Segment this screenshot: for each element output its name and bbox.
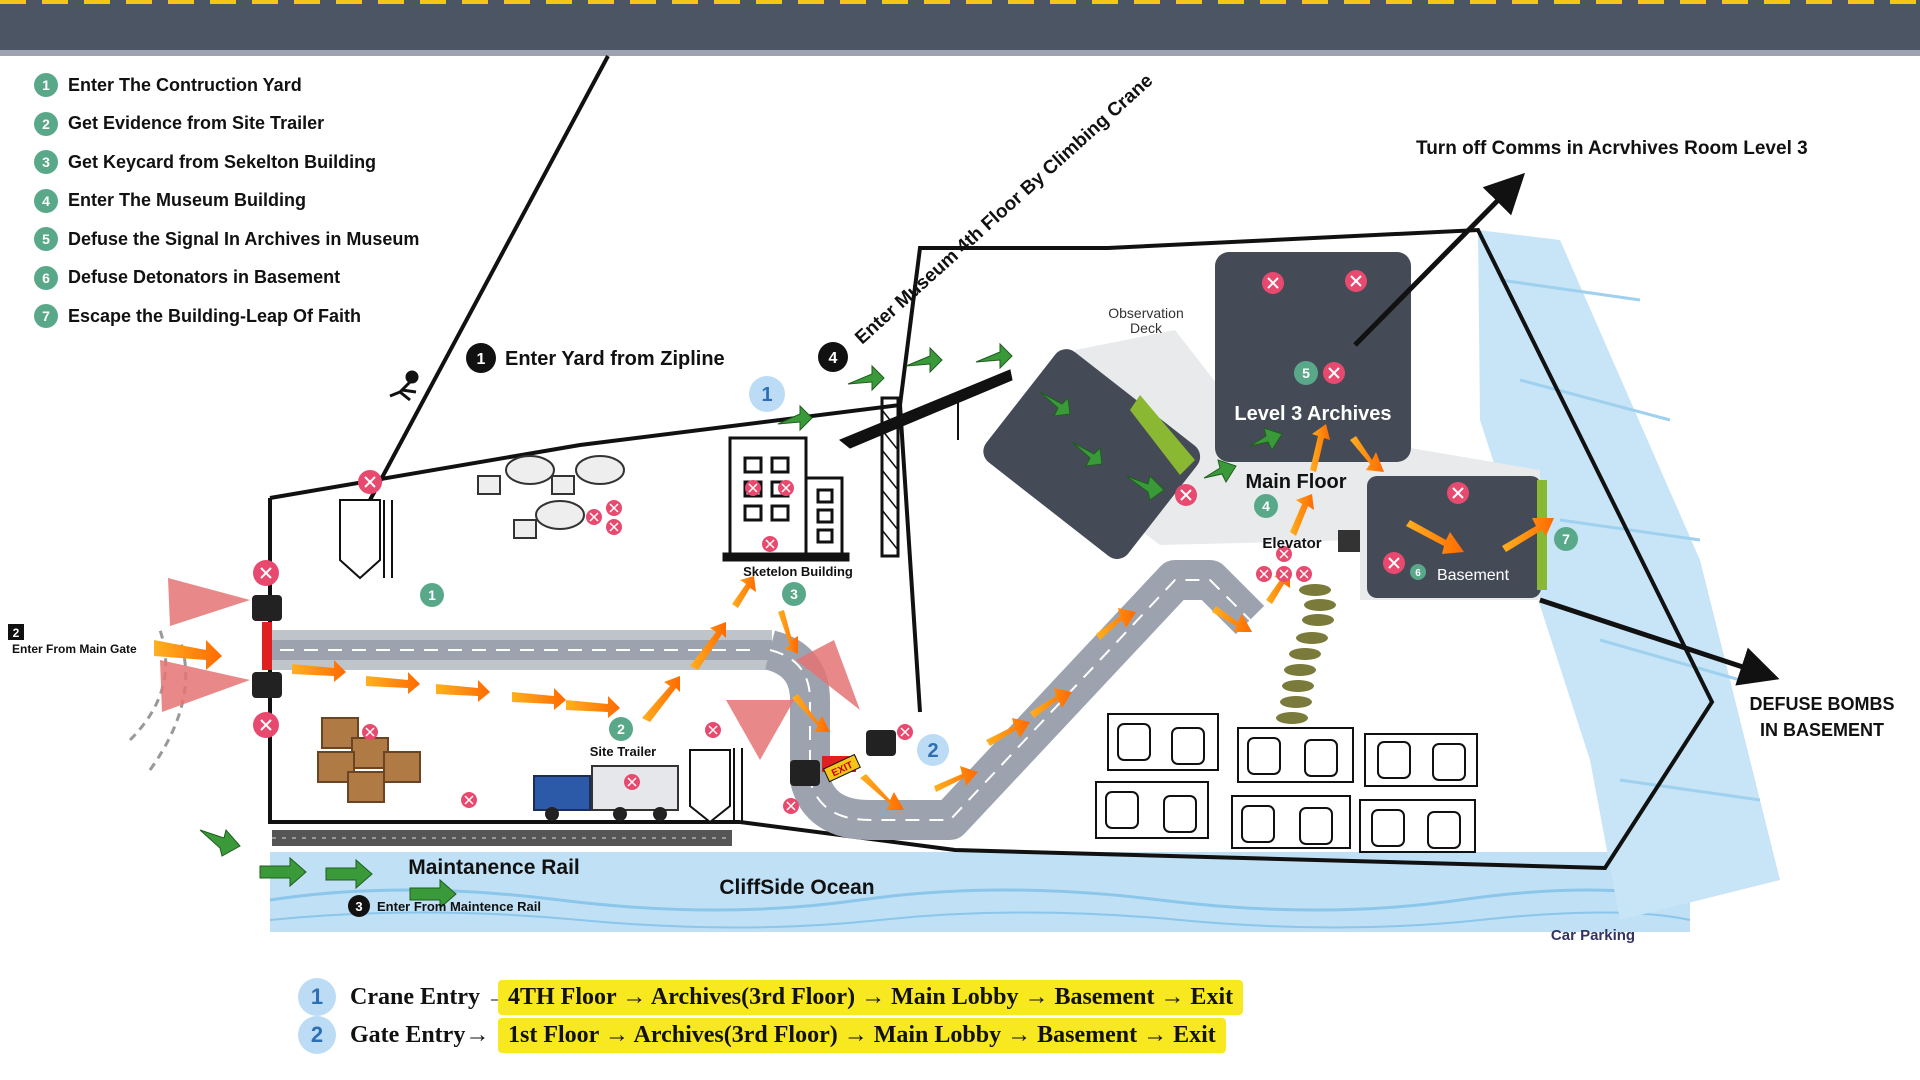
- svg-text:Enter From Maintence Rail: Enter From Maintence Rail: [377, 899, 541, 914]
- basement-label: Basement: [1437, 567, 1510, 584]
- legend-number: 1: [34, 73, 58, 97]
- main-floor-label: Main Floor: [1245, 471, 1346, 493]
- route-gate-entry: 2 Gate Entry→ 1st Floor → Archives(3rd F…: [298, 1016, 1226, 1054]
- legend-item: 5 Defuse the Signal In Archives in Museum: [34, 227, 420, 251]
- marker-m6: 6: [1410, 564, 1426, 580]
- skeleton-building: [722, 436, 850, 562]
- legend-number: 7: [34, 304, 58, 328]
- marker-m1: 1: [420, 583, 444, 607]
- legend-item: 6 Defuse Detonators in Basement: [34, 265, 419, 290]
- svg-text:Enter Yard from Zipline: Enter Yard from Zipline: [505, 348, 725, 370]
- legend-text: Get Evidence from Site Trailer: [68, 113, 325, 133]
- ocean-label: CliffSide Ocean: [719, 876, 874, 899]
- svg-text:4: 4: [829, 350, 838, 367]
- legend-text: Defuse the Signal In Archives in Museum: [68, 228, 420, 249]
- svg-text:2: 2: [617, 721, 625, 737]
- crates: [317, 717, 421, 803]
- entry-zipline: 1 Enter Yard from Zipline: [466, 343, 725, 373]
- legend-text: Enter The Museum Building: [68, 190, 307, 210]
- marker-blue1: 1: [749, 376, 785, 412]
- legend-text: Enter The Contruction Yard: [68, 74, 302, 95]
- basement-room: [1367, 476, 1541, 598]
- legend-text: Get Keycard from Sekelton Building: [68, 151, 377, 172]
- skeleton-label: Sketelon Building: [743, 564, 853, 579]
- legend-text: Defuse Detonators in Basement: [68, 267, 341, 287]
- cliff-water: [1478, 230, 1780, 920]
- svg-text:2: 2: [13, 626, 20, 640]
- rail-label: Maintanence Rail: [408, 856, 580, 879]
- green-arrows: [199, 342, 1283, 910]
- legend-number: 5: [34, 227, 58, 251]
- route-path: 4TH Floor → Archives(3rd Floor) → Main L…: [498, 979, 1244, 1015]
- entry-crane: 4 Enter Museum 4th Floor By Climbing Cra…: [818, 70, 1157, 372]
- svg-text:5: 5: [1302, 365, 1310, 381]
- orange-arrows: [154, 424, 1554, 810]
- legend-number: 2: [34, 111, 58, 136]
- guard-icons: [252, 595, 896, 786]
- legend-item: 1 Enter The Contruction Yard: [34, 73, 419, 97]
- defuse-label-2: IN BASEMENT: [1760, 720, 1884, 740]
- route-number: 2: [298, 1016, 336, 1054]
- entry-road: [128, 560, 1265, 840]
- route-label: Crane Entry →: [350, 983, 510, 1010]
- parking-lot: [1095, 713, 1478, 853]
- legend-item: 7 Escape the Building-Leap Of Faith: [34, 304, 419, 328]
- svg-text:1: 1: [761, 384, 772, 406]
- legend-number: 4: [34, 188, 58, 213]
- route-number: 1: [298, 978, 336, 1016]
- hazard-markers: [253, 270, 1469, 814]
- svg-text:Enter From Main Gate: Enter From Main Gate: [12, 642, 137, 656]
- elevator-label: Elevator: [1262, 535, 1321, 552]
- map-labels: Turn off Comms in Acrvhives Room Level 3…: [408, 138, 1894, 944]
- site-trailer-label: Site Trailer: [590, 744, 656, 759]
- tree-line: [1276, 584, 1336, 724]
- highway: [0, 0, 1920, 56]
- observation-label: Observation: [1108, 305, 1183, 321]
- legend-item: 4 Enter The Museum Building: [34, 188, 419, 213]
- svg-text:1: 1: [477, 351, 486, 368]
- silo: [339, 499, 743, 824]
- legend-number: 3: [34, 150, 58, 174]
- route-path: 1st Floor → Archives(3rd Floor) → Main L…: [498, 1017, 1226, 1053]
- svg-text:3: 3: [790, 586, 798, 602]
- marker-m5: 5: [1294, 361, 1318, 385]
- marker-m3: 3: [782, 582, 806, 606]
- entry-main-gate: 2 Enter From Main Gate: [8, 624, 137, 656]
- level3-archives-room: [1215, 252, 1411, 462]
- zipline-figure: [389, 370, 419, 402]
- comms-label: Turn off Comms in Acrvhives Room Level 3: [1416, 138, 1808, 159]
- cement-trucks: [477, 455, 625, 539]
- car-parking-label: Car Parking: [1551, 927, 1635, 944]
- svg-text:3: 3: [355, 899, 362, 914]
- route-crane-entry: 1 Crane Entry → 4TH Floor → Archives(3rd…: [298, 978, 1244, 1016]
- svg-text:4: 4: [1262, 498, 1270, 514]
- route-label: Gate Entry→: [350, 1021, 490, 1048]
- legend-number: 6: [34, 265, 58, 290]
- defuse-label-1: DEFUSE BOMBS: [1749, 694, 1894, 714]
- objective-legend: 1 Enter The Contruction Yard 2 Get Evidenc…: [34, 73, 420, 344]
- marker-m2: 2: [609, 717, 633, 741]
- marker-m7: 7: [1554, 527, 1578, 551]
- svg-text:2: 2: [927, 740, 938, 762]
- deck-label: Deck: [1130, 320, 1163, 336]
- entry-rail: 3 Enter From Maintence Rail: [348, 895, 541, 917]
- marker-blue2: 2: [917, 734, 949, 766]
- legend-item: 2 Get Evidence from Site Trailer: [34, 111, 419, 136]
- maintenance-rail: [272, 830, 732, 846]
- site-trailer-truck: [533, 765, 679, 821]
- svg-text:6: 6: [1415, 568, 1421, 579]
- map-markers: 1 2 3 4 5 6 7 1 2: [420, 361, 1578, 766]
- legend-text: Escape the Building-Leap Of Faith: [68, 305, 362, 326]
- tower-crane: [839, 369, 1013, 558]
- svg-text:1: 1: [428, 587, 436, 603]
- marker-m4: 4: [1254, 494, 1278, 518]
- spotlights: [160, 578, 860, 760]
- callout-lines: [1353, 172, 1780, 686]
- svg-text:7: 7: [1562, 531, 1570, 547]
- legend-item: 3 Get Keycard from Sekelton Building: [34, 150, 419, 174]
- level3-label: Level 3 Archives: [1234, 403, 1391, 425]
